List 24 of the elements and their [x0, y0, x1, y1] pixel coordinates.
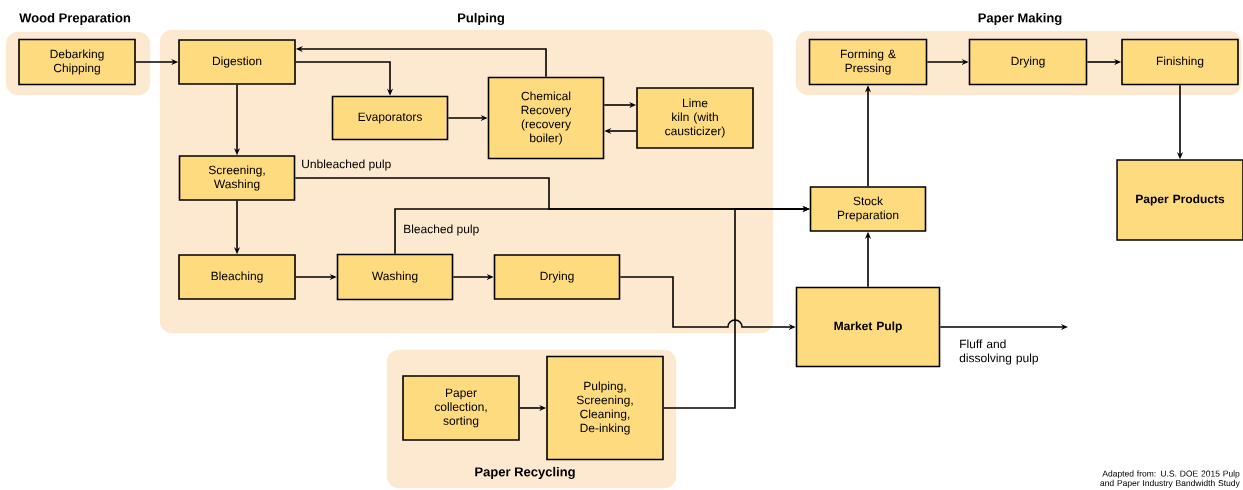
node-label: Paper Making [978, 12, 1062, 26]
process-box: Screening, Washing [178, 155, 296, 201]
edge-label: Bleached pulp [404, 224, 479, 236]
process-box: Chemical Recovery (recovery boiler) [487, 76, 605, 160]
node-label: Wood Preparation [19, 12, 131, 26]
edge-label: Unbleached pulp [302, 159, 391, 171]
process-box: Drying [968, 38, 1088, 86]
edge-label: Fluff and dissolving pulp [959, 339, 1039, 365]
process-box: Washing [336, 253, 454, 301]
node-label: Pulping [458, 12, 504, 26]
process-box: Finishing [1121, 38, 1239, 86]
process-box: Debarking Chipping [18, 38, 136, 86]
process-box: Paper Products [1116, 159, 1243, 241]
process-box: Forming & Pressing [808, 38, 928, 86]
process-box: Bleaching [178, 254, 296, 300]
process-box: Stock Preparation [809, 186, 927, 232]
process-box: Lime kiln (with causticizer) [636, 87, 754, 149]
process-box: Drying [493, 254, 621, 300]
process-box: Paper collection, sorting [402, 375, 520, 441]
process-box: Evaporators [331, 95, 449, 141]
process-box: Market Pulp [795, 286, 941, 368]
source-note: Adapted from: U.S. DOE 2015 Pulp and Paper Industry Bandwidth Study [1100, 470, 1240, 488]
process-box: Digestion [178, 39, 296, 85]
process-box: Pulping, Screening, Cleaning, De-inking [546, 355, 664, 461]
